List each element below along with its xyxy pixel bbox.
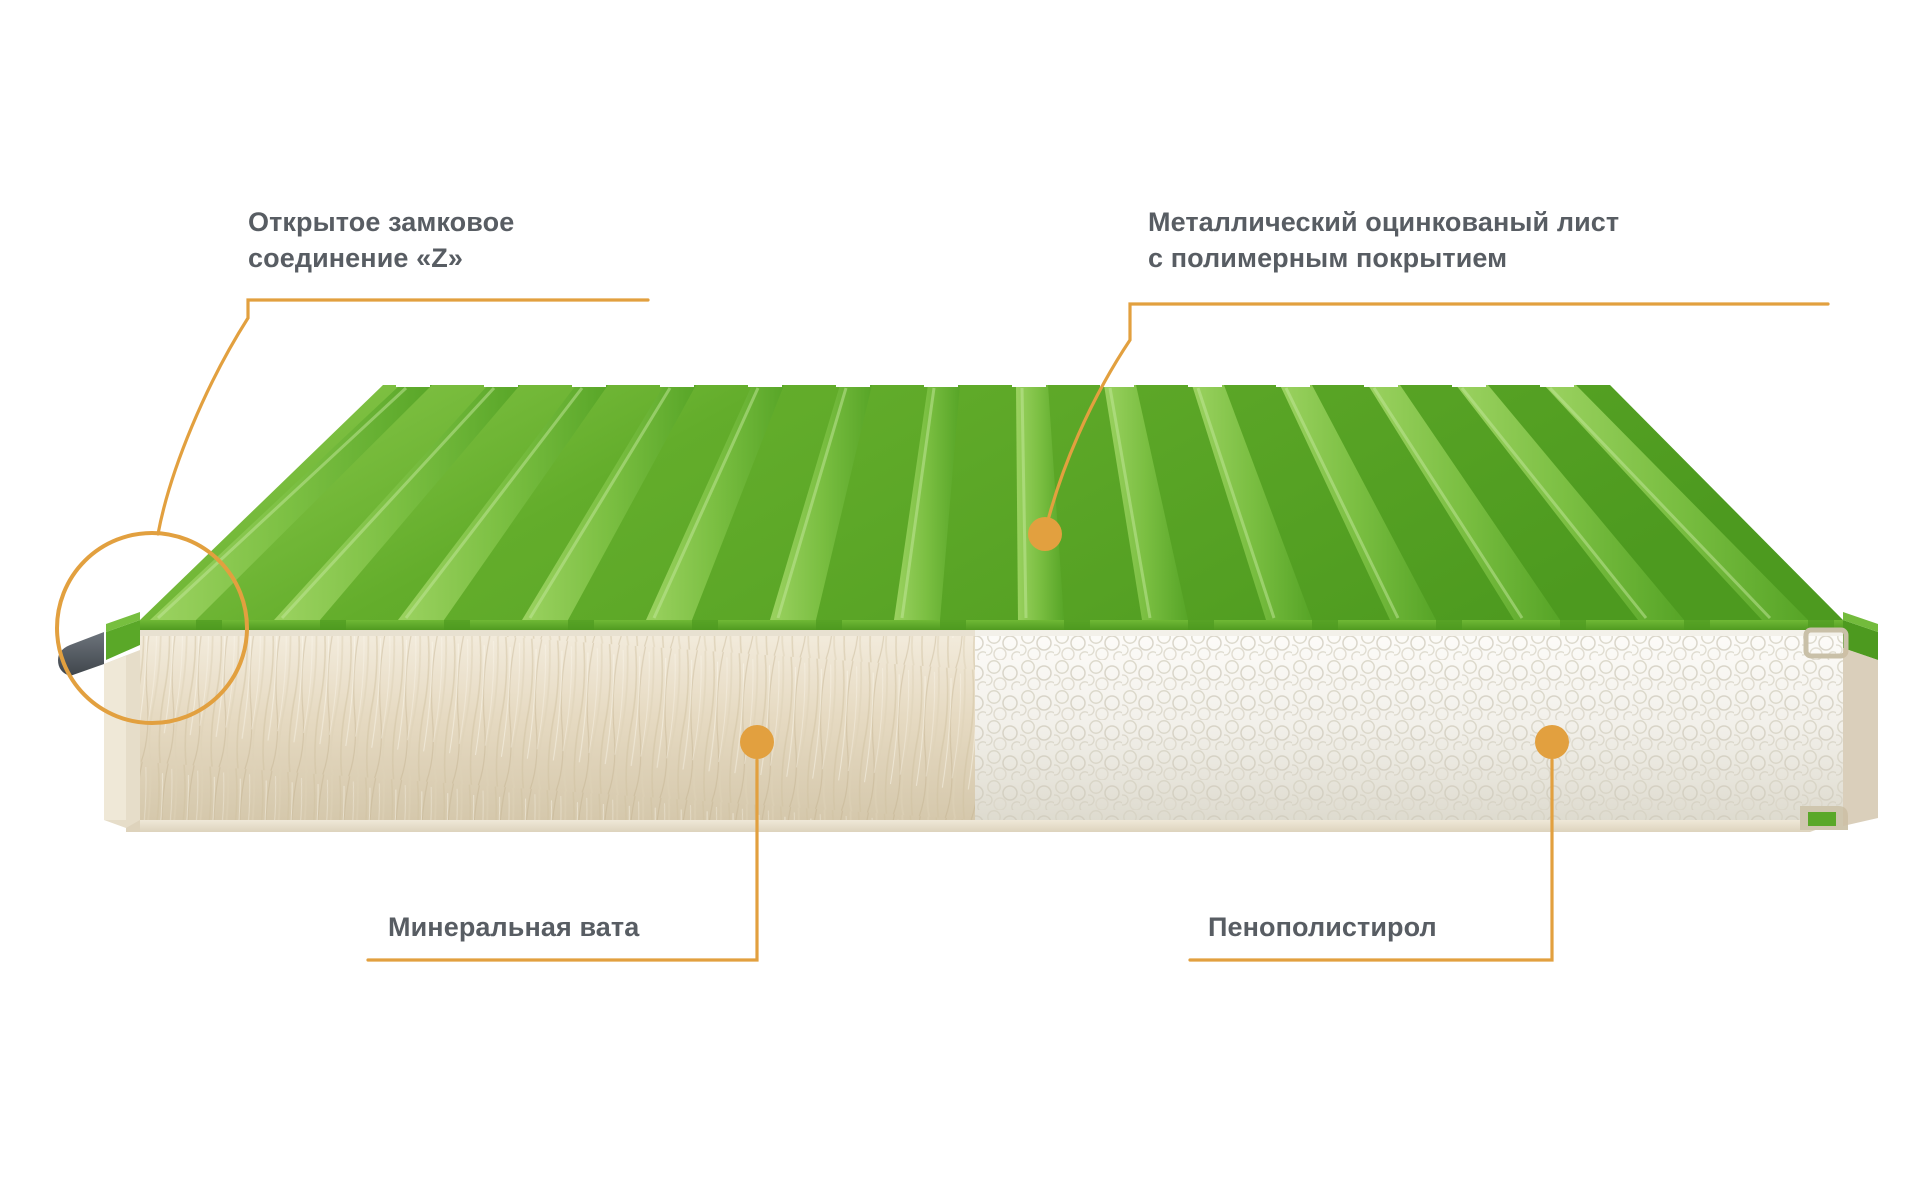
- z-lock-leader-line: [156, 298, 650, 536]
- z-lock-joint-left: [58, 612, 140, 828]
- callout-label-metal-sheet: Металлический оцинкованый лист с полимер…: [1148, 207, 1620, 273]
- polystyrene-leader-line: [1188, 758, 1554, 962]
- z-lock-highlight-circle: [55, 531, 249, 725]
- polystyrene-marker-dot: [1535, 725, 1569, 759]
- callout-polystyrene[interactable]: [1188, 725, 1569, 962]
- z-lock-joint-right: [1800, 612, 1878, 830]
- metal-sheet-marker-dot: [1028, 517, 1062, 551]
- core-mineral-wool: [140, 630, 975, 820]
- core-polystyrene: [975, 630, 1843, 820]
- metal-sheet-leader-line: [1043, 302, 1830, 534]
- callout-mineral-wool[interactable]: [366, 725, 774, 962]
- callout-label-z-lock: Открытое замковое соединение «Z»: [248, 207, 515, 273]
- callout-metal-sheet[interactable]: [1028, 302, 1830, 551]
- panel-top-metal-sheet: [140, 378, 1843, 620]
- mineral-wool-leader-line: [366, 758, 759, 962]
- callout-label-polystyrene: Пенополистирол: [1208, 912, 1437, 942]
- callout-z-lock[interactable]: [55, 298, 650, 725]
- mineral-wool-marker-dot: [740, 725, 774, 759]
- callout-label-mineral-wool: Минеральная вата: [388, 912, 640, 942]
- panel-bottom-sheet: [126, 820, 1843, 832]
- panel-body: [58, 378, 1878, 832]
- panel-front-metal-lip: [140, 620, 1843, 632]
